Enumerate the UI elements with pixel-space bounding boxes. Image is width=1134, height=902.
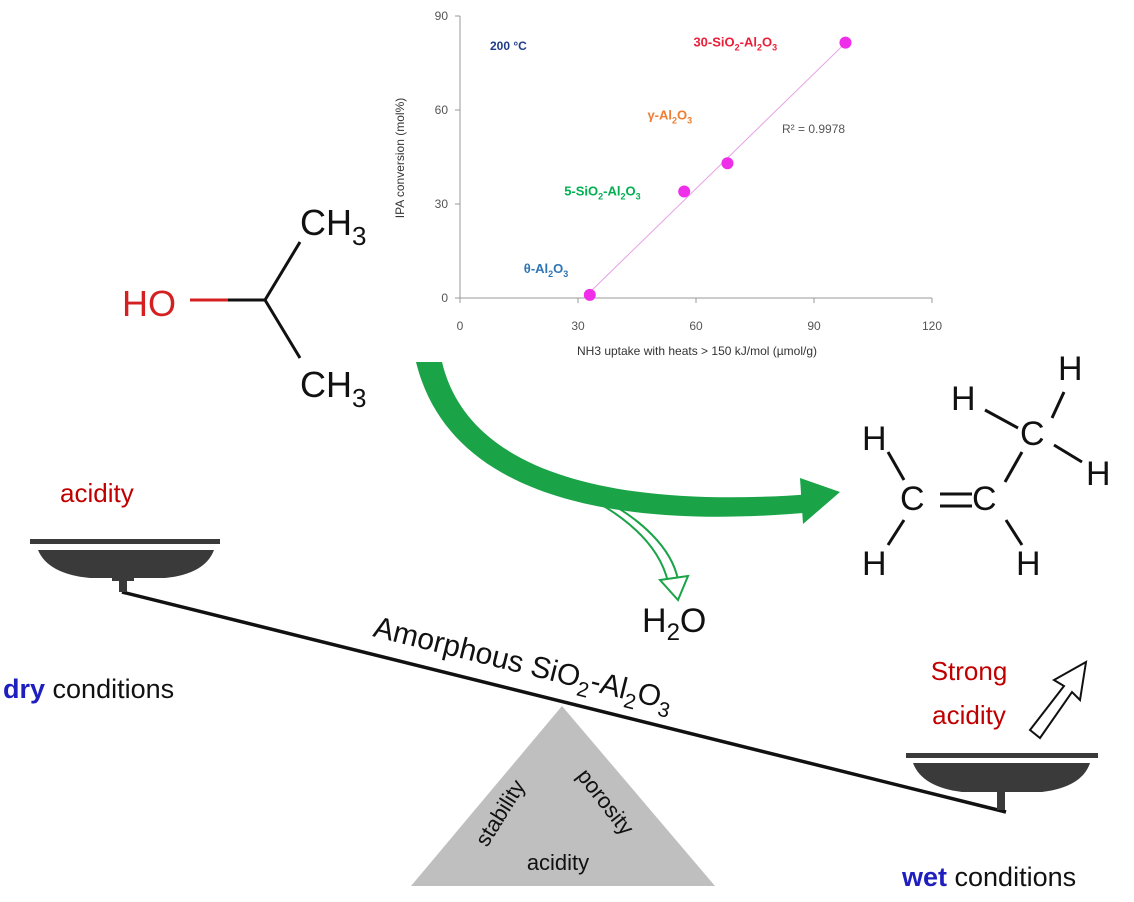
dry-conditions-label: dry conditions [3, 674, 174, 704]
data-point [839, 36, 852, 49]
regression-line [583, 40, 848, 299]
bond-c3-h-top [1050, 391, 1066, 419]
bond-c2-h [1004, 519, 1024, 546]
atom-label: H [862, 420, 887, 458]
data-point [583, 288, 596, 301]
right-pan-stem [997, 790, 1005, 810]
beam-label: Amorphous SiO2-Al2O3 [369, 611, 676, 723]
increase-arrow-icon [1028, 660, 1088, 740]
fulcrum-triangle [411, 706, 715, 886]
reaction-arrow-body [416, 362, 815, 517]
atom-label: H [862, 545, 887, 583]
bond-c3-h-right [1053, 443, 1083, 464]
water-branch-line-2 [585, 495, 669, 583]
left-pan-stem-cap [112, 576, 134, 581]
y-axis-title: IPA conversion (mol%) [393, 98, 407, 219]
c-ch3-bottom-bond [263, 299, 302, 359]
x-tick-label: 60 [689, 319, 703, 333]
reaction-arrow-head [800, 478, 840, 524]
y-tick-label: 0 [441, 291, 448, 305]
left-pan-stem [119, 576, 127, 592]
bond-h1-c1 [886, 451, 906, 481]
r-squared-label: R² = 0.9978 [782, 122, 845, 136]
data-points [583, 36, 852, 301]
point-label: θ-Al2O3 [524, 261, 569, 279]
bond-c3-h-left [984, 408, 1019, 430]
fulcrum-label-acidity: acidity [527, 850, 589, 875]
right-pan-rim [906, 753, 1098, 758]
water-formula: H2O [642, 602, 706, 646]
atom-label: H [1058, 350, 1083, 388]
atom-label: C [1020, 415, 1045, 453]
atom-label: H [1086, 455, 1111, 493]
y-ticks: 0 30 60 90 [435, 9, 460, 305]
x-axis-title: NH3 uptake with heats > 150 kJ/mol (µmol… [577, 344, 817, 358]
x-tick-label: 30 [571, 319, 585, 333]
atom-label: C [972, 480, 997, 518]
data-point [721, 157, 734, 170]
bond-h2-c1 [886, 519, 906, 546]
right-pan-label-line1: Strong [931, 656, 1008, 686]
atom-label: H [1016, 545, 1041, 583]
left-pan-rim [30, 539, 220, 544]
balance [30, 539, 1098, 886]
water-branch-line [599, 497, 679, 581]
x-tick-label: 90 [807, 319, 821, 333]
bond-c2-c3 [1003, 451, 1024, 483]
wet-conditions-label: wet conditions [901, 862, 1076, 892]
data-point [678, 185, 691, 198]
atom-label: H [951, 380, 976, 418]
x-tick-label: 120 [922, 319, 942, 333]
point-labels: θ-Al2O3 5-SiO2-Al2O3 γ-Al2O3 30-SiO2-Al2O3 [524, 35, 777, 279]
c-ch3-top-bond [263, 241, 302, 301]
scatter-chart: 0 30 60 90 120 0 30 60 90 θ-Al2O3 5-SiO2-Al2O3 γ-… [393, 9, 942, 358]
reaction-arrow [416, 362, 840, 602]
right-pan-label-line2: acidity [932, 700, 1006, 730]
y-tick-label: 60 [435, 103, 449, 117]
water-arrow-head [658, 574, 690, 602]
point-label: γ-Al2O3 [647, 107, 692, 125]
point-label: 30-SiO2-Al2O3 [693, 35, 777, 53]
right-pan-bowl [913, 763, 1090, 792]
x-ticks: 0 30 60 90 120 [457, 298, 942, 333]
isopropanol-structure: HO CH3 CH3 [122, 202, 366, 413]
left-pan-bowl [38, 550, 214, 578]
atom-label: C [900, 480, 925, 518]
ho-group: HO [122, 283, 176, 324]
y-tick-label: 90 [435, 9, 449, 23]
y-tick-label: 30 [435, 197, 449, 211]
point-label: 5-SiO2-Al2O3 [564, 183, 640, 201]
ch3-top: CH3 [300, 202, 366, 251]
ch3-bottom: CH3 [300, 364, 366, 413]
x-tick-label: 0 [457, 319, 464, 333]
temperature-annotation: 200 °C [490, 39, 527, 53]
left-pan-label: acidity [60, 478, 134, 508]
balance-beam [121, 590, 1007, 814]
